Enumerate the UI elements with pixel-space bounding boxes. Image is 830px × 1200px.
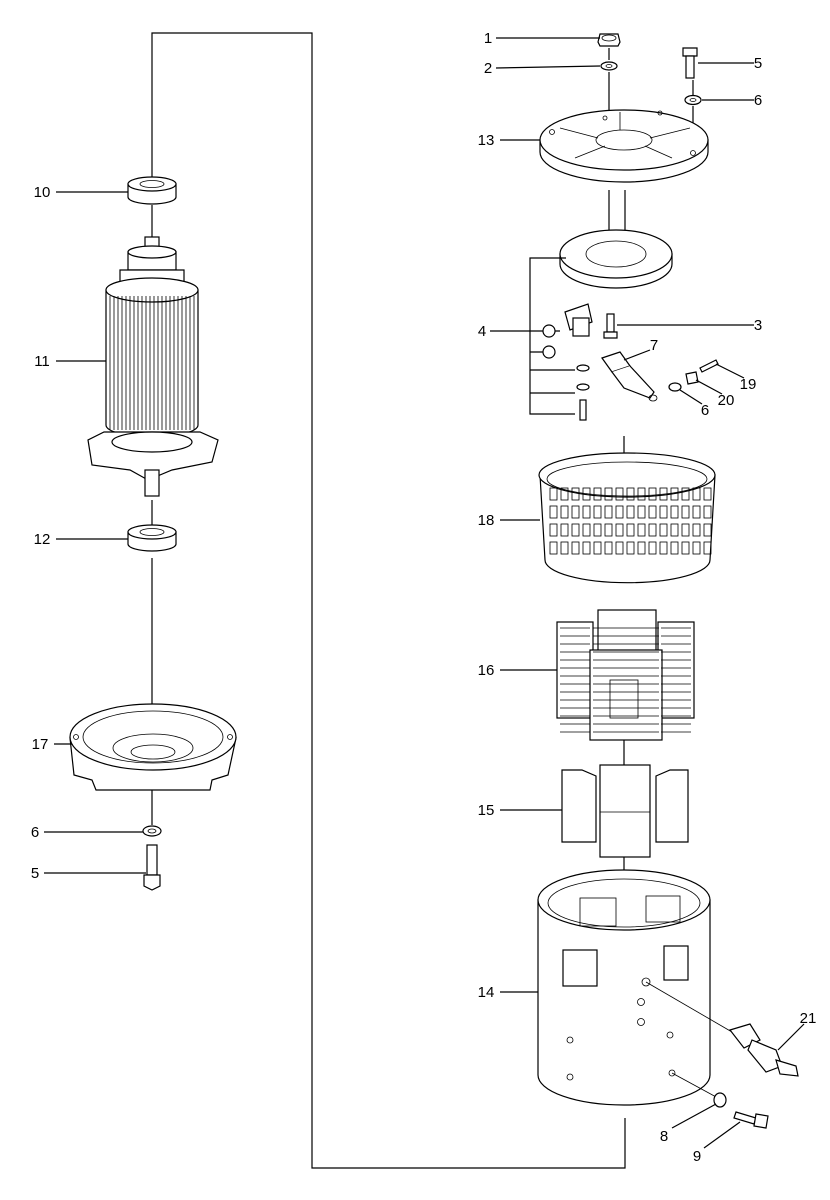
callout-label-20: 20	[718, 392, 735, 409]
washer-6-side	[668, 382, 682, 392]
brush-spring	[542, 324, 556, 359]
callout-label-17: 17	[32, 736, 49, 753]
washer-top-right	[684, 94, 702, 106]
callout-label-12: 12	[34, 531, 51, 548]
callout-leader-19	[715, 363, 745, 379]
washer-left	[142, 825, 162, 837]
brush-ring-plate	[559, 229, 673, 289]
callout-label-7: 7	[650, 337, 658, 354]
callout-label-10: 10	[34, 184, 51, 201]
callout-label-6c: 6	[31, 824, 39, 841]
callout-label-9: 9	[693, 1148, 701, 1165]
washer-small	[600, 61, 618, 71]
nut	[597, 33, 621, 47]
callout-label-13: 13	[478, 132, 495, 149]
screw-3	[603, 313, 618, 339]
callout-leader-6b	[679, 389, 703, 405]
callout-label-15: 15	[478, 802, 495, 819]
callout-label-16: 16	[478, 662, 495, 679]
callout-label-1: 1	[484, 30, 492, 47]
callout-label-2: 2	[484, 60, 492, 77]
callout-label-14: 14	[478, 984, 495, 1001]
brush-small-parts	[576, 364, 590, 421]
callout-label-5a: 5	[754, 55, 762, 72]
washer-8	[671, 1072, 727, 1108]
pole-shoes	[561, 764, 689, 858]
callout-label-3: 3	[754, 317, 762, 334]
bearing-bottom	[127, 524, 177, 552]
callout-leader-20	[695, 379, 723, 395]
callout-leader-21	[777, 1023, 805, 1051]
end-plate	[539, 109, 709, 183]
callout-leader-9	[703, 1121, 741, 1149]
brush-holder	[564, 303, 593, 337]
callout-label-21: 21	[800, 1010, 817, 1027]
screw-19	[699, 359, 719, 373]
assembly-connector-line	[151, 32, 626, 1169]
callout-label-18: 18	[478, 512, 495, 529]
bolt-9	[733, 1111, 769, 1129]
motor-frame	[537, 869, 711, 1106]
callout-label-4: 4	[478, 323, 486, 340]
callout-label-11: 11	[34, 353, 50, 370]
callout-leader-2	[495, 65, 601, 69]
field-coils	[556, 609, 695, 741]
armature	[87, 236, 219, 497]
end-bell-housing	[69, 703, 237, 791]
bolt-left	[143, 844, 161, 891]
nut-20	[685, 371, 699, 385]
callout-leader-7	[623, 349, 651, 361]
callout-label-5b: 5	[31, 865, 39, 882]
callout-label-6a: 6	[754, 92, 762, 109]
cover-band	[538, 452, 716, 584]
callout-label-6b: 6	[701, 402, 709, 419]
bolt-top-right	[682, 47, 698, 79]
terminal-stud	[645, 981, 799, 1077]
brush-lead	[601, 351, 658, 402]
callout-leader-8	[671, 1103, 717, 1129]
callout-label-19: 19	[740, 376, 757, 393]
bearing-top	[127, 176, 177, 205]
callout-label-8: 8	[660, 1128, 668, 1145]
